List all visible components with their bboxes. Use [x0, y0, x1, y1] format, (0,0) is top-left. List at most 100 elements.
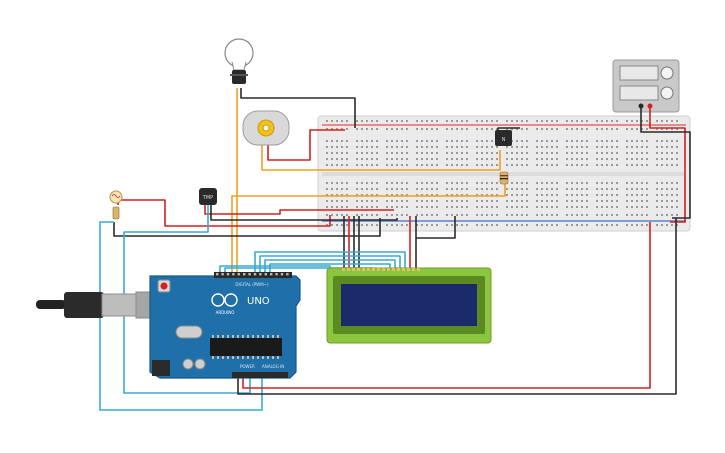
breadboard-hole [421, 152, 423, 154]
breadboard-hole [486, 188, 488, 190]
arduino-digital-header [214, 272, 292, 278]
wire-ldr-black[interactable] [113, 218, 381, 237]
wire-ldr-cyan[interactable] [99, 221, 263, 411]
breadboard-hole [451, 164, 453, 166]
arduino-chip-pin [252, 356, 254, 359]
breadboard-hole [491, 200, 493, 202]
breadboard-hole [476, 182, 478, 184]
breadboard-hole [596, 194, 598, 196]
breadboard-hole [466, 214, 468, 216]
breadboard-hole [431, 194, 433, 196]
breadboard-hole [491, 224, 493, 226]
breadboard-hole [586, 206, 588, 208]
wire-supply-positive[interactable] [649, 106, 686, 223]
breadboard-hole [446, 120, 448, 122]
breadboard-hole [391, 188, 393, 190]
breadboard-hole [451, 206, 453, 208]
breadboard-hole [596, 214, 598, 216]
breadboard-hole [671, 146, 673, 148]
breadboard-hole [336, 164, 338, 166]
breadboard-hole [401, 224, 403, 226]
breadboard-hole [376, 206, 378, 208]
breadboard-hole [361, 146, 363, 148]
breadboard-hole [646, 194, 648, 196]
breadboard-hole [391, 206, 393, 208]
breadboard-hole [371, 152, 373, 154]
breadboard-hole [576, 194, 578, 196]
transistor[interactable]: N [495, 130, 512, 146]
breadboard-hole [671, 194, 673, 196]
power-supply-knob-bottom[interactable] [660, 86, 674, 100]
breadboard-hole [486, 224, 488, 226]
photoresistor[interactable] [109, 190, 123, 220]
breadboard-hole [476, 164, 478, 166]
breadboard-hole [601, 152, 603, 154]
breadboard-hole [526, 182, 528, 184]
breadboard-hole [526, 140, 528, 142]
power-supply-knob-top[interactable] [660, 66, 674, 80]
wire-motor-orange[interactable] [261, 145, 501, 171]
breadboard-hole [421, 224, 423, 226]
breadboard-hole [526, 206, 528, 208]
breadboard-hole [396, 128, 398, 130]
breadboard-hole [511, 194, 513, 196]
resistor-breadboard[interactable] [499, 171, 509, 185]
wire-motor-red[interactable] [267, 129, 345, 161]
wire-ldr-red[interactable] [117, 199, 331, 227]
breadboard-hole [541, 194, 543, 196]
breadboard-hole [506, 194, 508, 196]
breadboard-hole [436, 194, 438, 196]
breadboard-hole [606, 200, 608, 202]
breadboard-hole [526, 214, 528, 216]
breadboard-hole [476, 214, 478, 216]
breadboard-hole [491, 214, 493, 216]
dc-motor[interactable] [242, 110, 290, 146]
breadboard-hole [371, 164, 373, 166]
breadboard-hole [366, 224, 368, 226]
breadboard-hole [436, 224, 438, 226]
wire-bb-ground-bridge[interactable] [416, 216, 456, 239]
wire-bulb-black[interactable] [240, 88, 356, 128]
wire-arduino-5v[interactable] [242, 222, 651, 389]
breadboard-hole [606, 158, 608, 160]
breadboard-hole [571, 128, 573, 130]
breadboard-hole [386, 152, 388, 154]
breadboard-hole [641, 152, 643, 154]
breadboard-hole [436, 188, 438, 190]
breadboard-hole [646, 214, 648, 216]
breadboard-hole [516, 158, 518, 160]
breadboard-hole [661, 140, 663, 142]
breadboard-hole [661, 214, 663, 216]
wire-arduino-gnd[interactable] [237, 218, 677, 395]
wire-tmp-red[interactable] [204, 205, 394, 215]
wire-supply-negative[interactable] [640, 106, 691, 219]
ldr-resistor [112, 206, 120, 220]
breadboard-hole [636, 200, 638, 202]
light-bulb[interactable] [224, 38, 254, 84]
wire-d-lcd-1[interactable] [254, 251, 406, 276]
breadboard-hole [491, 164, 493, 166]
temperature-sensor[interactable]: TMP [199, 188, 217, 205]
breadboard-hole [611, 200, 613, 202]
lcd-display[interactable] [326, 267, 492, 344]
breadboard-hole [641, 224, 643, 226]
wire-d-lcd-4[interactable] [269, 263, 391, 276]
breadboard-hole [426, 188, 428, 190]
breadboard-hole [341, 152, 343, 154]
breadboard-hole [366, 120, 368, 122]
breadboard-hole [386, 120, 388, 122]
breadboard-hole [421, 128, 423, 130]
breadboard-hole [336, 214, 338, 216]
breadboard-hole [511, 158, 513, 160]
arduino-power-jack[interactable] [152, 360, 170, 376]
arduino-chip-pin [222, 356, 224, 359]
breadboard-hole [426, 158, 428, 160]
breadboard-hole [576, 164, 578, 166]
arduino-uno[interactable]: DIGITAL (PWM~) UNO ARDUINO POWER ANALOG … [149, 272, 301, 379]
usb-cable[interactable] [36, 291, 163, 319]
wire-tmp-black[interactable] [210, 205, 398, 221]
power-supply[interactable] [612, 59, 680, 113]
breadboard-hole [331, 182, 333, 184]
breadboard-hole [636, 182, 638, 184]
breadboard-hole [611, 152, 613, 154]
